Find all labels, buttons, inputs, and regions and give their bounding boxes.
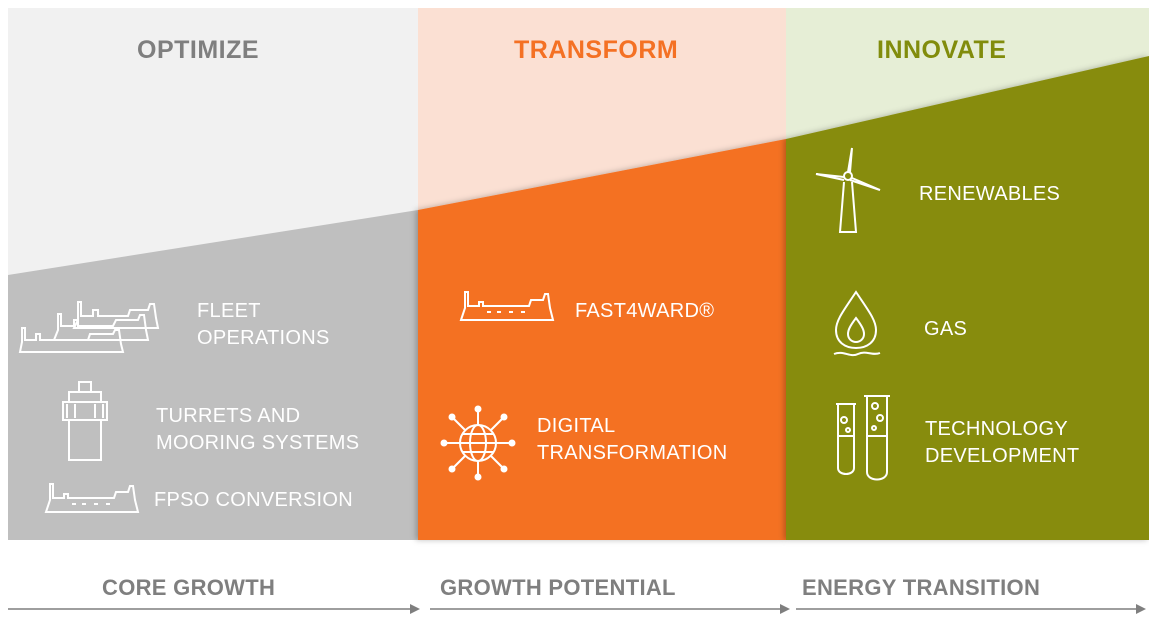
wind-turbine-icon [815, 147, 881, 233]
transform-heading: TRANSFORM [514, 36, 679, 64]
digital-transformation-label: DIGITAL TRANSFORMATION [537, 415, 728, 464]
fast4ward-label: FAST4WARD® [575, 300, 715, 322]
gas-flame-icon [833, 290, 881, 357]
core-growth-label: CORE GROWTH [102, 575, 276, 600]
growth-potential-label: GROWTH POTENTIAL [440, 575, 676, 600]
fleet-ships-icon [18, 301, 160, 353]
growth-potential-arrow [430, 604, 790, 614]
energy-transition-arrow [796, 604, 1146, 614]
turrets-mooring-label: TURRETS AND MOORING SYSTEMS [156, 405, 360, 454]
transform-panel [418, 139, 786, 540]
digital-globe-icon [440, 405, 516, 481]
energy-transition-label: ENERGY TRANSITION [802, 575, 1041, 600]
optimize-heading: OPTIMIZE [137, 36, 260, 64]
fpso-conversion-label: FPSO CONVERSION [154, 489, 353, 511]
optimize-panel [8, 210, 418, 540]
ship-icon [459, 291, 555, 321]
turret-icon [62, 381, 108, 461]
test-tubes-icon [836, 395, 890, 481]
technology-development-label: TECHNOLOGY DEVELOPMENT [925, 418, 1080, 467]
fleet-operations-label: FLEET OPERATIONS [197, 300, 330, 349]
innovate-heading: INNOVATE [877, 36, 1007, 64]
fpso-ship-icon [44, 483, 140, 513]
gas-label: GAS [924, 318, 968, 340]
core-growth-arrow [8, 604, 420, 614]
renewables-label: RENEWABLES [919, 183, 1061, 205]
